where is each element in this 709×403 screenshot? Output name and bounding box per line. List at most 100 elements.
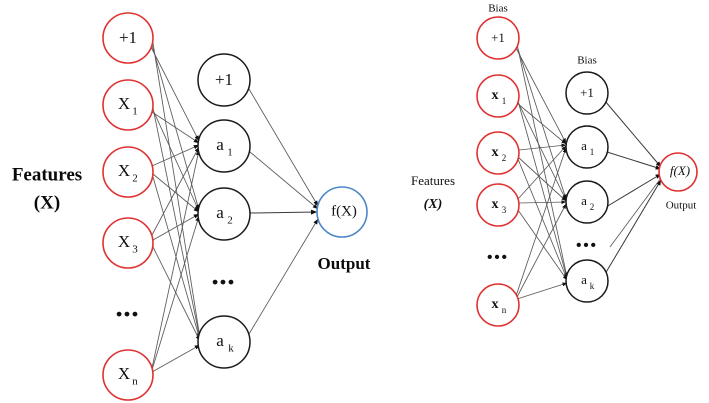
left-input-layer: +1 X 1 X 2 X 3 ••• [102, 12, 154, 401]
right-features-label-line1: Features [411, 173, 455, 188]
node-label-sub: n [502, 305, 507, 315]
right-network: Bias +1 x 1 x 2 x 3 [411, 3, 698, 327]
node-label: f(X) [331, 203, 357, 219]
node-right-output-fx[interactable]: f(X) [658, 152, 698, 192]
edge-xn-a2 [151, 215, 200, 371]
edge-ak-out [604, 179, 662, 275]
node-label: +1 [580, 85, 594, 100]
edge-x1-a2 [517, 101, 567, 201]
node-label-sub: 2 [590, 202, 595, 212]
edge-x2-a2 [517, 156, 567, 202]
node-label-sub: 2 [502, 153, 507, 163]
edge-x2-a1 [151, 144, 200, 167]
node-right-input-xn[interactable]: x n [476, 283, 520, 327]
edge-x2-ak [152, 176, 201, 341]
node-right-input-x3[interactable]: x 3 [476, 183, 520, 227]
right-input-layer: Bias +1 x 1 x 2 x 3 [476, 3, 520, 327]
node-label: +1 [491, 30, 505, 45]
left-output-caption: Output [318, 254, 371, 273]
edge-x1-a1 [516, 102, 567, 145]
node-left-input-x3[interactable]: X 3 [102, 217, 154, 269]
edge-a1-out [249, 151, 319, 210]
right-output-caption: Output [666, 200, 697, 212]
edge-x2-a2 [152, 173, 200, 213]
node-label: a [581, 193, 587, 208]
edge-hbias-out [248, 88, 319, 207]
edge-x1-a1 [151, 111, 200, 144]
edge-x2-a1 [518, 143, 567, 151]
node-label: x [492, 145, 499, 160]
edge-x3-ak [517, 209, 568, 281]
node-label: +1 [119, 28, 137, 47]
node-left-input-bias[interactable]: +1 [102, 12, 154, 64]
node-right-input-x2[interactable]: x 2 [476, 131, 520, 175]
edge-x1-ak [152, 107, 202, 340]
edge-x1-ak [517, 100, 568, 279]
node-label: X [118, 232, 130, 251]
edge-x3-a2 [518, 200, 567, 205]
right-input-bias-caption: Bias [488, 3, 508, 15]
edge-xn-a1 [151, 149, 201, 369]
node-label: X [118, 94, 130, 113]
right-hidden-bias-caption: Bias [577, 55, 597, 67]
node-right-hidden-ak[interactable]: a k [565, 259, 609, 303]
node-label: a [216, 331, 224, 350]
hidden-ellipsis: ••• [576, 237, 598, 254]
edge-a2-out [605, 173, 662, 208]
node-left-hidden-ak[interactable]: a k [197, 315, 251, 369]
node-label-sub: 1 [132, 106, 138, 118]
edge-x1-a2 [152, 109, 200, 212]
node-right-hidden-a2[interactable]: a 2 [565, 180, 609, 224]
node-label: x [492, 197, 499, 212]
node-right-hidden-a1[interactable]: a 1 [565, 125, 609, 169]
hidden-ellipsis: ••• [212, 272, 236, 291]
node-right-hidden-bias[interactable]: +1 [565, 71, 609, 115]
edge-x3-a2 [152, 213, 200, 241]
node-left-input-x1[interactable]: X 1 [102, 79, 154, 131]
node-left-hidden-a1[interactable]: a 1 [197, 119, 251, 173]
node-label: a [216, 135, 224, 154]
node-label: x [492, 297, 499, 312]
node-label-sub: 1 [502, 96, 507, 106]
node-left-hidden-a2[interactable]: a 2 [197, 187, 251, 241]
edge-ak-out [248, 218, 319, 335]
node-label-sub: 1 [590, 147, 595, 157]
node-label: f(X) [670, 163, 690, 178]
left-features-label-line2: (X) [34, 192, 60, 213]
node-left-hidden-bias[interactable]: +1 [197, 53, 251, 107]
node-label: +1 [215, 70, 233, 89]
node-label-sub: k [590, 281, 595, 291]
node-left-output-fx[interactable]: f(X) [316, 186, 368, 238]
node-label-sub: 3 [502, 205, 507, 215]
left-features-label-line1: Features [12, 164, 82, 185]
node-label-sub: 2 [227, 215, 233, 227]
edge-bias-a1 [150, 46, 200, 142]
node-left-input-xn[interactable]: X n [102, 349, 154, 401]
node-right-input-bias[interactable]: +1 [476, 16, 520, 60]
edge-x3-ak [152, 246, 201, 342]
left-hidden-layer: +1 a 1 a 2 ••• a k [197, 53, 251, 369]
input-ellipsis: ••• [116, 304, 140, 323]
input-ellipsis: ••• [487, 249, 509, 266]
edge-a2-out [249, 209, 318, 215]
edge-xn-ak [516, 282, 568, 300]
left-network: +1 X 1 X 2 X 3 ••• [12, 12, 371, 401]
node-left-input-x2[interactable]: X 2 [102, 146, 154, 198]
node-label-sub: n [132, 376, 138, 388]
node-label: x [492, 88, 499, 103]
edge-hidden-ellipsis-out [609, 177, 662, 248]
left-hidden-to-output-edges [248, 88, 319, 335]
node-label-sub: 2 [132, 173, 138, 185]
edge-xn-a1 [515, 147, 567, 297]
node-label-sub: k [228, 343, 234, 355]
edge-hbias-out [604, 100, 662, 168]
edge-x3-a1 [517, 145, 567, 200]
right-input-to-hidden-edges [515, 43, 568, 300]
edge-bias-ak [516, 43, 568, 278]
edge-xn-a2 [516, 203, 567, 298]
node-right-input-x1[interactable]: x 1 [476, 74, 520, 118]
node-label: a [581, 272, 587, 287]
edge-xn-ak [151, 344, 201, 373]
